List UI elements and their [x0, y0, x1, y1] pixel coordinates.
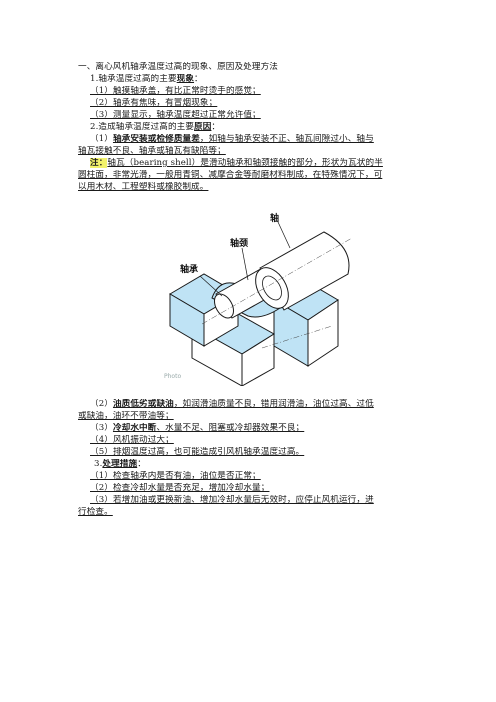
symptom-item: （3）测量显示，轴承温度超过正常允许值； — [90, 110, 261, 120]
cause-item-1-continued: 轴瓦接触不良、轴承或轴瓦有缺陷等； — [78, 146, 226, 156]
cause-keyword: 轴承安装或检修质量差 — [112, 134, 200, 144]
subheading-causes: 2.造成轴承温度过高的主要原因： — [78, 122, 422, 133]
cause-item-1: （1）轴承安装或检修质量差，如轴与轴承安装不正、轴瓦间隙过小、轴与 — [78, 134, 422, 145]
symptom-item: （1）触摸轴承盖，有比正常时烫手的感觉； — [90, 86, 261, 96]
cause-item-2: （2）油质低劣或缺油，如润滑油质量不良，错用润滑油，油位过高、过低 — [78, 399, 422, 410]
block-right-side — [273, 299, 309, 367]
subheading-suffix: ： — [137, 459, 146, 469]
centerline — [261, 325, 333, 349]
cause-item-2-continued: 或缺油，油环不带油等； — [78, 411, 174, 421]
cause-item-3: （3）冷却水中断、水量不足、阻塞或冷却器效果不良； — [78, 423, 422, 434]
keyword-measures: 处理措施 — [102, 459, 138, 469]
cause-keyword: 冷却水中断 — [112, 423, 157, 433]
symptom-item: （2）轴承有焦味，有冒烟现象； — [90, 98, 218, 108]
note-paragraph: 注：轴瓦（bearing shell）是滑动轴承和轴颈接触的部分，形状为瓦状的半 — [78, 158, 422, 169]
cause-text: ，如润滑油质量不良，错用润滑油，油位过高、过低 — [173, 399, 374, 409]
label-shaft: 轴 — [270, 212, 279, 224]
label-bearing: 轴承 — [180, 263, 198, 275]
subheading-prefix: 1.轴承温度过高的主要 — [90, 74, 177, 84]
shaft-journal-joint — [262, 275, 282, 301]
measure-item: （1）检查轴承内是否有油，油位是否正常； — [90, 471, 261, 481]
item-number: （1） — [90, 134, 113, 144]
leader-shaft — [277, 221, 291, 249]
journal-end — [214, 293, 234, 319]
note-text-continued: 以用木材、工程塑料或橡胶制成。 — [78, 182, 209, 192]
note-text: 轴瓦（bearing shell）是滑动轴承和轴颈接触的部分，形状为瓦状的半 — [107, 158, 383, 168]
bearing-diagram: 轴 轴颈 轴承 Photo — [164, 212, 353, 386]
subheading-measures: 3.处理措施： — [78, 459, 422, 470]
subheading-symptoms: 1.轴承温度过高的主要现象： — [78, 74, 422, 85]
label-journal: 轴颈 — [230, 237, 248, 249]
cause-text: ，如轴与轴承安装不正、轴瓦间隙过小、轴与 — [199, 134, 374, 144]
watermark: Photo — [164, 373, 181, 380]
block-left-side — [169, 293, 205, 347]
item-number: （3） — [90, 423, 113, 433]
cause-keyword: 油质低劣或缺油 — [112, 399, 174, 409]
cause-item-5: （5）排烟温度过高，也可能造成引风机轴承温度过高。 — [90, 447, 305, 457]
keyword-causes: 原因 — [194, 122, 212, 132]
measure-item-3: （3）若增加油或更换新油、增加冷却水量后无效时，应停止风机运行，进 — [90, 495, 374, 505]
note-text-continued: 圆柱面，非常光滑，一般用青铜、减摩合金等耐磨材料制成，在特殊情况下，可 — [78, 170, 383, 180]
subheading-suffix: ： — [194, 74, 203, 84]
leader-journal — [241, 247, 249, 281]
subheading-suffix: ： — [211, 122, 221, 132]
section-heading: 一、离心风机轴承温度过高的现象、原因及处理方法 — [78, 62, 278, 72]
note-label: 注： — [90, 158, 108, 168]
centerline — [201, 237, 353, 325]
cause-item-4: （4）风机振动过大； — [90, 435, 174, 445]
subheading-prefix: 3. — [94, 459, 103, 469]
item-number: （2） — [90, 399, 113, 409]
keyword-symptoms: 现象 — [176, 74, 195, 84]
subheading-prefix: 2.造成轴承温度过高的主要 — [90, 122, 195, 132]
cause-text: 、水量不足、阻塞或冷却器效果不良； — [156, 423, 305, 433]
measure-item-3-continued: 行检查。 — [78, 507, 113, 517]
leader-bearing — [199, 275, 223, 297]
measure-item: （2）检查冷却水量是否充足，增加冷却水量； — [90, 483, 270, 493]
